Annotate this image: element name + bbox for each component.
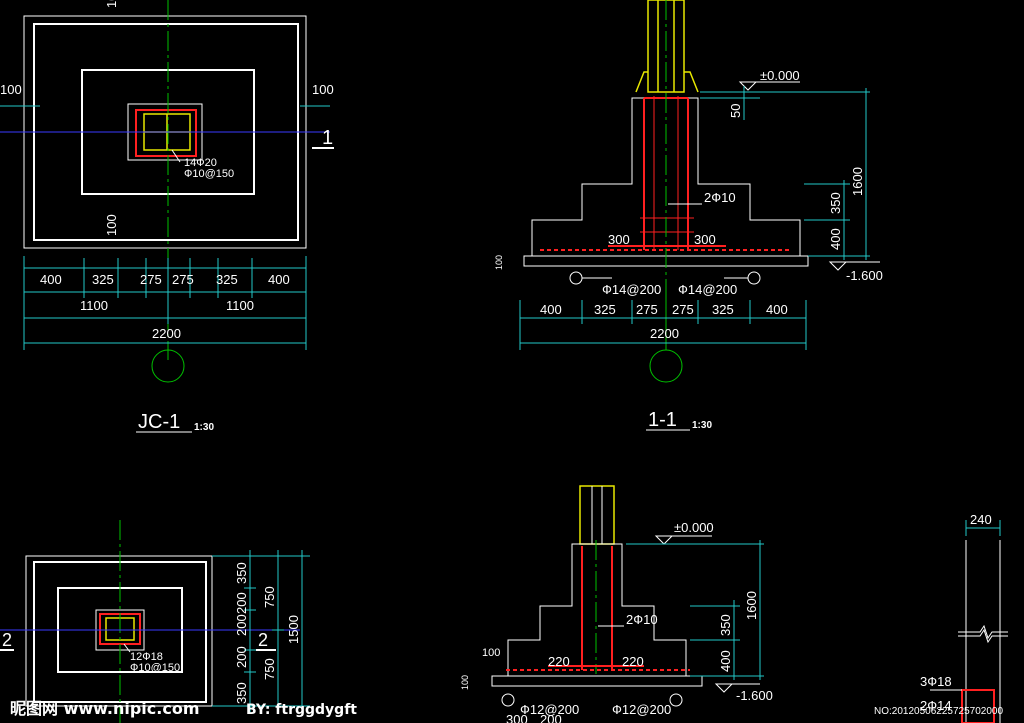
watermark-image-no: NO:20120506225725702000 (874, 706, 1003, 717)
plan-jc1-axis-bubble (151, 349, 185, 383)
watermark-author: BY: ftrggdygft (246, 702, 357, 718)
column-detail-width: 240 (970, 512, 992, 527)
section-2-2-bottom-rebar-right: Ф12@200 (612, 702, 671, 717)
section-1-1-dim-1600: 1600 (850, 167, 865, 196)
section-2-2-dim-100-a: 100 (482, 647, 500, 659)
plan-jc1-dim-total: 2200 (152, 326, 181, 341)
section-2-2-level-top: ±0.000 (674, 520, 714, 535)
section-2-2-dim-400: 400 (718, 650, 733, 672)
plan-jc1: 1 100 100 100 100 14Ф20 Ф10@150 400 (0, 0, 334, 433)
plan-jc2-dim-v4: 200 (234, 646, 249, 668)
section-2-2-dim-1600: 1600 (744, 591, 759, 620)
plan-jc1-dim-r1-3: 275 (140, 272, 162, 287)
section-2-2-stirrup-note: 2Ф10 (626, 612, 658, 627)
plan-jc2-dim-v3: 200 (234, 614, 249, 636)
plan-jc2-dim-v1: 350 (234, 562, 249, 584)
section-1-1-dim-r1-5: 325 (712, 302, 734, 317)
section-1-1-scale: 1:30 (692, 420, 712, 431)
section-1-1-dim-r1-6: 400 (766, 302, 788, 317)
plan-jc1-rebar-note-2: Ф10@150 (184, 168, 234, 180)
section-2-2-blinding (491, 675, 703, 687)
column-detail-rebar-note-2: 2Ф14 (920, 698, 952, 713)
section-2-2: ±0.000 -1.600 1600 350 400 100 100 2Ф10 … (460, 485, 773, 723)
plan-jc2: 2 2 12Ф18 Ф10@150 350 200 200 200 350 75… (0, 520, 310, 723)
section-1-1-dim-total: 2200 (650, 326, 679, 341)
plan-jc2-dim-v2: 200 (234, 592, 249, 614)
section-2-2-dim-350: 350 (718, 614, 733, 636)
section-2-2-bottom-rebar-left: Ф12@200 (520, 702, 579, 717)
plan-jc1-dim-r2-2: 1100 (226, 298, 254, 313)
column-detail-break-line (958, 624, 1008, 640)
section-2-2-level-bottom: -1.600 (736, 688, 773, 703)
plan-jc1-scale: 1:30 (194, 422, 214, 433)
column-detail-section (961, 689, 995, 723)
plan-jc1-section-mark: 1 (322, 127, 333, 149)
plan-jc1-dim-r1-2: 325 (92, 272, 114, 287)
section-1-1-dim-r1-3: 275 (636, 302, 658, 317)
section-1-1-bottom-rebar-right: Ф14@200 (678, 282, 737, 297)
section-1-1-dim-300-left: 300 (608, 232, 630, 247)
section-1-1-dimension-lines (519, 300, 807, 350)
plan-jc2-rebar-note-2: Ф10@150 (130, 662, 180, 674)
plan-jc1-title: JC-1 (138, 411, 180, 433)
plan-jc2-dim-total: 1500 (286, 615, 301, 644)
plan-jc1-dim-left: 100 (0, 82, 22, 97)
section-1-1-level-bottom: -1.600 (846, 268, 883, 283)
section-1-1-level-top: ±0.000 (760, 68, 800, 83)
column-detail-rebar-note-1: 3Ф18 (920, 674, 952, 689)
section-1-1-dim-r1-2: 325 (594, 302, 616, 317)
plan-jc2-dim-v5: 350 (234, 682, 249, 704)
plan-jc2-dim-m1: 750 (262, 586, 277, 608)
plan-jc2-dimension-lines (212, 550, 310, 712)
plan-jc1-dim-top: 100 (104, 0, 119, 8)
section-2-2-footing-outline (507, 543, 687, 677)
section-1-1-dim-400: 400 (828, 228, 843, 250)
plan-jc2-outer-slab (25, 555, 213, 707)
section-1-1-dim-r1-4: 275 (672, 302, 694, 317)
watermark-site: 昵图网 www.nipic.com (10, 699, 200, 718)
section-1-1-title: 1-1 (648, 409, 677, 431)
plan-jc1-dim-bottom: 100 (104, 214, 119, 236)
plan-jc1-rebar-note-1: 14Ф20 (184, 157, 217, 169)
section-1-1-dim-300-right: 300 (694, 232, 716, 247)
section-1-1-stirrup-note: 2Ф10 (704, 190, 736, 205)
plan-jc1-dim-r2-1: 1100 (80, 298, 108, 313)
section-2-2-dim-220-right: 220 (622, 654, 644, 669)
section-1-1-dim-r1-1: 400 (540, 302, 562, 317)
section-1-1-dim-100: 100 (494, 255, 504, 270)
section-1-1-dim-50: 50 (728, 104, 743, 118)
section-1-1: ±0.000 -1.600 50 1600 350 400 100 2Ф10 3… (494, 0, 883, 431)
plan-jc2-section-mark-right: 2 (258, 630, 268, 650)
plan-jc2-section-mark-left: 2 (2, 630, 12, 650)
plan-jc2-rebar-note-1: 12Ф18 (130, 651, 163, 663)
watermark: 昵图网 www.nipic.com BY: ftrggdygft NO:2012… (10, 699, 1003, 718)
section-1-1-column (647, 0, 685, 93)
section-1-1-dim-350: 350 (828, 192, 843, 214)
plan-jc1-dim-r1-4: 275 (172, 272, 194, 287)
section-2-2-dim-220-left: 220 (548, 654, 570, 669)
plan-jc1-dim-right: 100 (312, 82, 334, 97)
plan-jc2-dim-m2: 750 (262, 658, 277, 680)
section-2-2-column (579, 485, 615, 545)
column-detail: 240 3Ф18 2Ф14 (920, 512, 1008, 723)
plan-jc1-column-rebar (135, 109, 197, 157)
plan-jc1-dim-r1-6: 400 (268, 272, 290, 287)
section-1-1-bottom-rebar-left: Ф14@200 (602, 282, 661, 297)
section-1-1-axis-bubble (649, 349, 683, 383)
plan-jc1-dim-r1-5: 325 (216, 272, 238, 287)
section-2-2-dim-b2: 200 (540, 712, 562, 723)
plan-jc1-dim-r1-1: 400 (40, 272, 62, 287)
plan-jc1-dimension-lines (23, 256, 307, 350)
section-2-2-dim-b1: 300 (506, 712, 528, 723)
section-2-2-dim-100-b: 100 (460, 675, 470, 690)
